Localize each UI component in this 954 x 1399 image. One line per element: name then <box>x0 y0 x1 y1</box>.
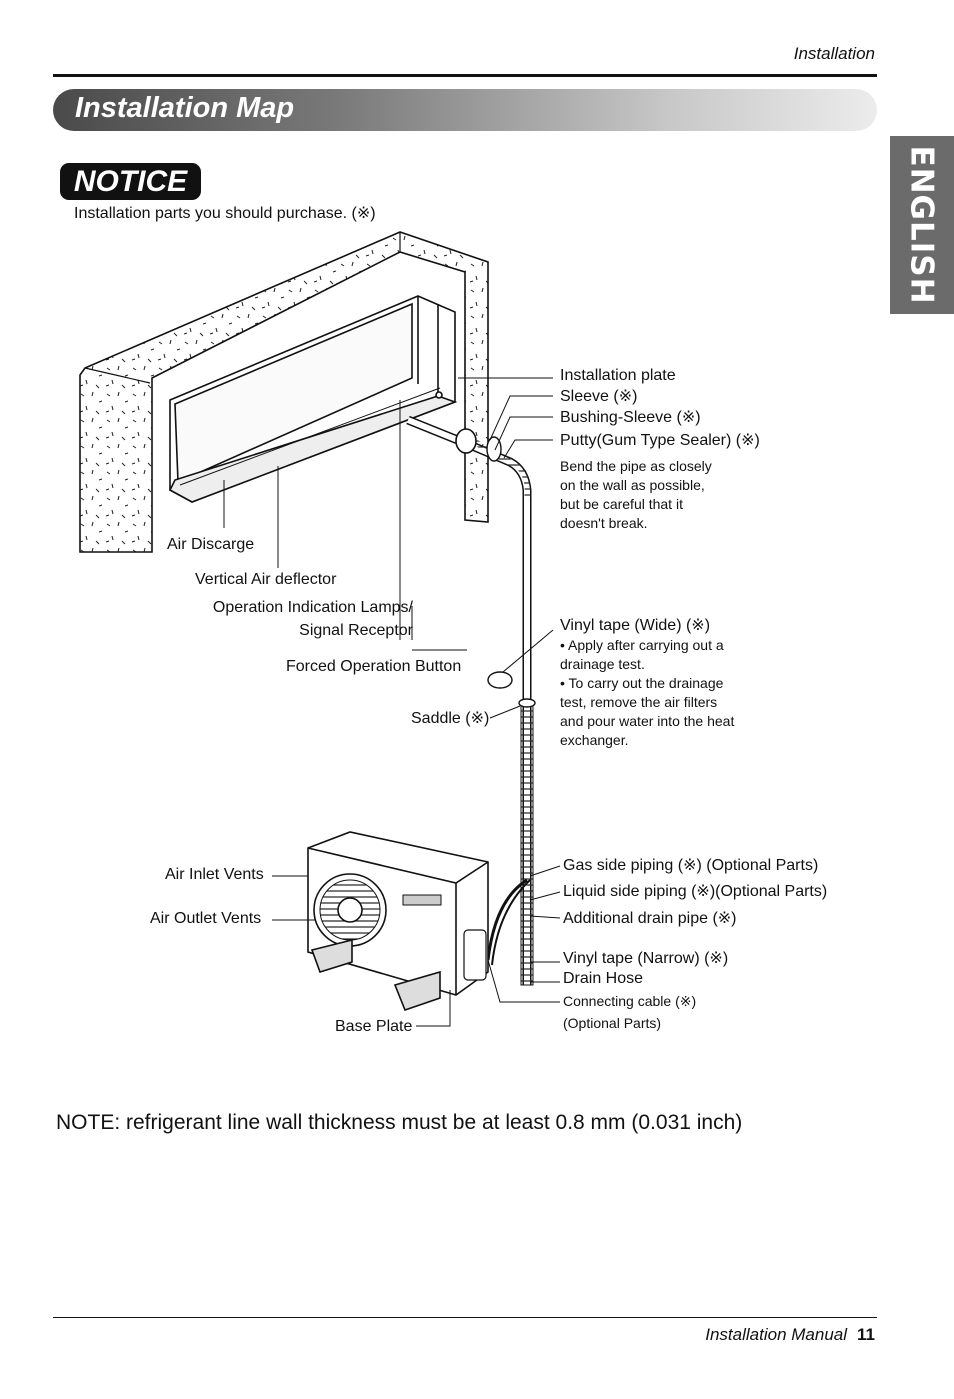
label-air-discarge: Air Discarge <box>167 536 255 553</box>
leader-lines <box>223 377 561 1027</box>
header-section-title: Installation <box>793 44 875 63</box>
label-air-outlet-vents: Air Outlet Vents <box>150 910 262 927</box>
indoor-unit <box>168 295 458 503</box>
label-sleeve: Sleeve (※) <box>560 388 638 405</box>
note-text: NOTE: refrigerant line wall thickness mu… <box>56 1111 743 1134</box>
page-number: 11 <box>857 1325 875 1344</box>
label-installation-plate: Installation plate <box>560 367 676 384</box>
label-bend-note: Bend the pipe as closely on the wall as … <box>560 458 712 531</box>
label-additional-drain-pipe: Additional drain pipe (※) <box>563 910 737 927</box>
label-air-inlet-vents: Air Inlet Vents <box>165 866 264 883</box>
label-saddle: Saddle (※) <box>411 710 490 727</box>
label-operation-lamps: Operation Indication Lamps/ <box>212 599 413 616</box>
label-liquid-side-piping: Liquid side piping (※)(Optional Parts) <box>563 883 828 900</box>
notice-badge <box>60 163 201 200</box>
label-forced-operation-button: Forced Operation Button <box>286 658 462 675</box>
page-title: Installation Map <box>75 92 295 124</box>
wall-illustration <box>79 231 489 553</box>
outdoor-unit <box>307 831 489 1012</box>
label-optional-parts: (Optional Parts) <box>563 1015 662 1031</box>
language-tab <box>890 136 954 314</box>
pipe-assembly <box>406 415 536 986</box>
label-bushing-sleeve: Bushing-Sleeve (※) <box>560 409 701 426</box>
notice-text: Installation parts you should purchase. … <box>74 205 376 222</box>
notice-heading: NOTICE <box>73 165 188 198</box>
label-connecting-cable: Connecting cable (※) <box>563 993 697 1009</box>
header-rule <box>53 74 877 77</box>
label-drain-hose: Drain Hose <box>563 970 644 987</box>
footer: Installation Manual 11 <box>705 1325 875 1345</box>
label-gas-side-piping: Gas side piping (※) (Optional Parts) <box>563 857 819 874</box>
label-vertical-air-deflector: Vertical Air deflector <box>195 571 337 588</box>
footer-rule <box>53 1317 877 1318</box>
label-putty: Putty(Gum Type Sealer) (※) <box>560 432 760 449</box>
label-base-plate: Base Plate <box>335 1018 413 1035</box>
label-signal-receptor: Signal Receptor <box>299 622 413 639</box>
label-vinyl-tape-note: • Apply after carrying out a drainage te… <box>560 637 735 748</box>
label-vinyl-tape-narrow: Vinyl tape (Narrow) (※) <box>563 950 729 967</box>
title-bar <box>53 89 877 131</box>
label-vinyl-tape-wide: Vinyl tape (Wide) (※) <box>560 617 711 634</box>
footer-label: Installation Manual <box>705 1325 848 1344</box>
